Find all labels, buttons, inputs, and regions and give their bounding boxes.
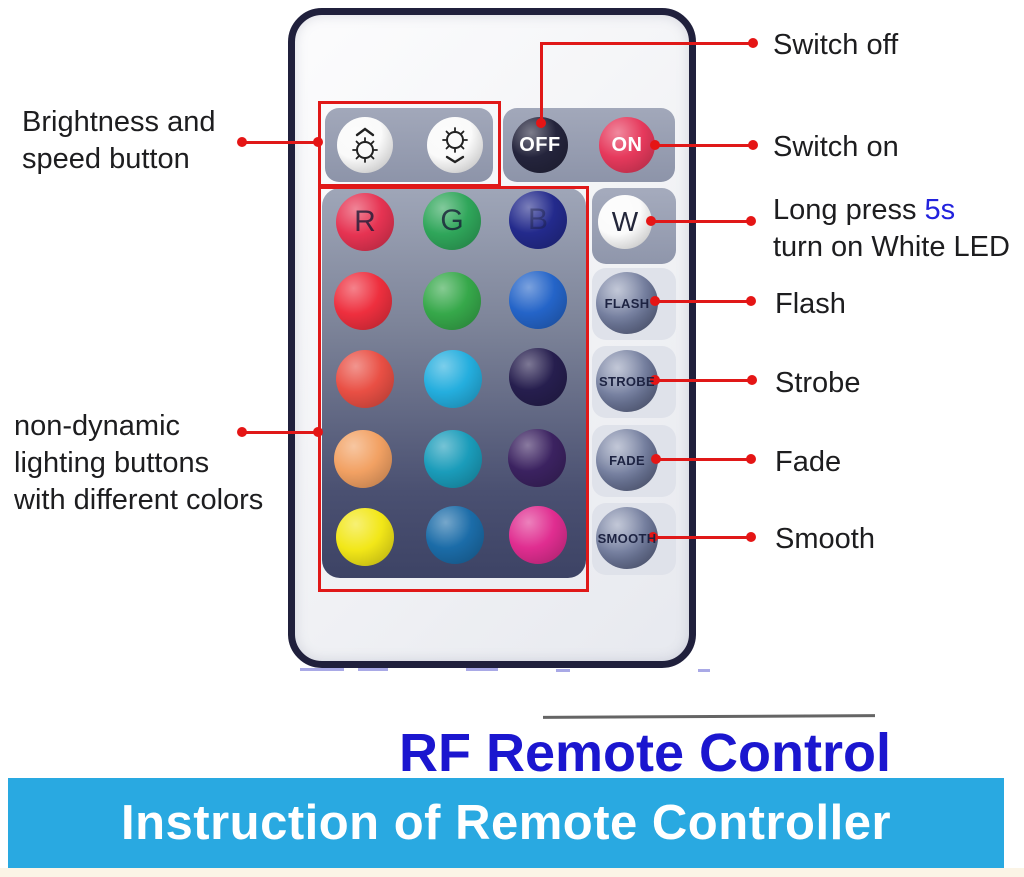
on-button-label: ON — [611, 133, 643, 156]
leader-flash — [655, 300, 754, 303]
color-button-darknavy[interactable] — [509, 348, 567, 406]
leader-dot — [650, 140, 660, 150]
smooth-button[interactable]: SMOOTH — [596, 507, 658, 569]
fade-button[interactable]: FADE — [596, 429, 658, 491]
on-button[interactable]: ON — [599, 117, 655, 173]
leader-dot — [746, 216, 756, 226]
color-button-blue-b[interactable]: B — [509, 191, 567, 249]
page-title: RF Remote Control — [399, 723, 891, 783]
leader-switch-on — [655, 144, 754, 147]
leader-dot — [748, 38, 758, 48]
flash-label: Flash — [775, 288, 846, 320]
leader-dot — [651, 454, 661, 464]
color-button-green-g[interactable]: G — [423, 192, 481, 250]
photo-artifact — [698, 669, 710, 672]
switch-on-label: Switch on — [773, 131, 899, 163]
brightness-up-button[interactable] — [337, 117, 393, 173]
nondynamic-label: non-dynamic lighting buttons with differ… — [14, 408, 263, 519]
leader-long-press — [650, 220, 754, 223]
fade-label: Fade — [775, 446, 842, 478]
leader-fade — [656, 458, 754, 461]
leader-dot — [313, 137, 323, 147]
banner-text: Instruction of Remote Controller — [120, 796, 892, 850]
leader-switch-off — [540, 42, 754, 45]
off-button[interactable]: OFF — [512, 117, 568, 173]
nondynamic-label-line1: non-dynamic — [14, 410, 181, 442]
color-button-yellow[interactable] — [336, 508, 394, 566]
leader-dot — [650, 296, 660, 306]
white-button-label: W — [611, 206, 639, 237]
long-press-label: Long press 5s turn on White LED — [773, 192, 1010, 266]
key-letter: B — [527, 203, 548, 236]
leader-dot — [748, 140, 758, 150]
color-button-blue2[interactable] — [509, 271, 567, 329]
brightness-down-button[interactable] — [427, 117, 483, 173]
color-button-steelblue[interactable] — [426, 506, 484, 564]
leader-brightness — [243, 141, 319, 144]
smooth-button-label: SMOOTH — [597, 530, 657, 546]
leader-nondynamic — [243, 431, 319, 434]
key-letter: R — [354, 205, 376, 238]
flash-button-label: FLASH — [604, 295, 650, 311]
photo-smudge-line — [542, 714, 876, 719]
leader-dot — [746, 532, 756, 542]
leader-dot — [237, 427, 247, 437]
leader-dot — [747, 375, 757, 385]
color-button-orange[interactable] — [334, 430, 392, 488]
smooth-label: Smooth — [775, 523, 875, 555]
strobe-label: Strobe — [775, 367, 861, 399]
long-press-text: Long press — [773, 194, 925, 226]
leader-dot — [746, 454, 756, 464]
leader-dot — [237, 137, 247, 147]
strobe-button-label: STROBE — [599, 373, 655, 389]
long-press-line2: turn on White LED — [773, 231, 1010, 263]
leader-dot — [650, 375, 660, 385]
fade-button-label: FADE — [609, 452, 645, 468]
color-button-red2[interactable] — [334, 272, 392, 330]
brightness-label-line1: Brightness and — [22, 106, 216, 138]
nondynamic-label-line2: lighting buttons — [14, 447, 210, 479]
photo-artifact — [556, 669, 570, 672]
photo-artifact — [300, 668, 344, 671]
nondynamic-label-line3: with different colors — [14, 484, 264, 516]
leader-dot — [313, 427, 323, 437]
leader-switch-off-v — [540, 43, 543, 125]
off-button-label: OFF — [519, 133, 561, 156]
leader-dot — [648, 532, 658, 542]
long-press-line1: Long press 5s — [773, 192, 1010, 229]
brightness-label-line2: speed button — [22, 143, 190, 175]
long-press-highlight: 5s — [924, 194, 956, 226]
brightness-down-icon — [442, 127, 468, 164]
photo-artifact — [358, 668, 388, 671]
color-button-magenta[interactable] — [509, 506, 567, 564]
color-button-salmon[interactable] — [336, 350, 394, 408]
brightness-up-icon — [352, 127, 378, 163]
color-button-red-r[interactable]: R — [336, 193, 394, 251]
white-button[interactable]: W — [598, 195, 652, 249]
color-button-green2[interactable] — [423, 272, 481, 330]
brightness-label: Brightness and speed button — [22, 104, 215, 178]
banner: Instruction of Remote Controller — [8, 778, 1004, 868]
bottom-margin — [0, 868, 1024, 877]
color-button-cyan[interactable] — [424, 350, 482, 408]
leader-smooth — [652, 536, 754, 539]
leader-dot — [536, 118, 546, 128]
switch-off-label: Switch off — [773, 29, 899, 61]
leader-dot — [646, 216, 656, 226]
color-button-purple[interactable] — [508, 429, 566, 487]
leader-dot — [746, 296, 756, 306]
flash-button[interactable]: FLASH — [596, 272, 658, 334]
color-button-teal[interactable] — [424, 430, 482, 488]
leader-strobe — [655, 379, 755, 382]
photo-artifact — [466, 668, 498, 671]
color-grid-annotation-box — [318, 186, 589, 592]
strobe-button[interactable]: STROBE — [596, 350, 658, 412]
key-letter: G — [440, 204, 464, 237]
